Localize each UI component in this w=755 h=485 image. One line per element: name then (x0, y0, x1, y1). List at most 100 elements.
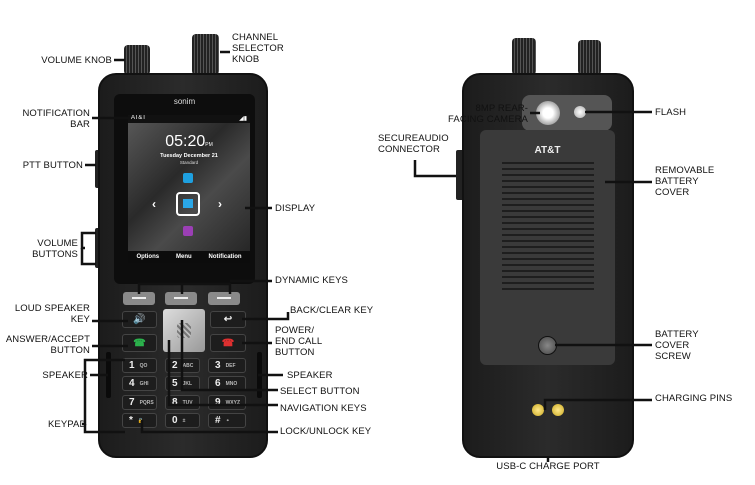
label-display: DISPLAY (275, 203, 316, 214)
keypad-key[interactable]: 8 TUV (165, 395, 200, 410)
label-volume-knob: VOLUME KNOB (41, 55, 112, 66)
label-battery-cover-screw: BATTERY COVER SCREW (655, 329, 699, 362)
camera-app-icon[interactable] (183, 226, 193, 236)
label-volume-buttons: VOLUME BUTTONS (32, 238, 78, 260)
key-number: 5 (172, 378, 178, 389)
speaker-left (106, 352, 111, 398)
chevron-left-icon[interactable]: ‹ (152, 197, 156, 211)
key-number: 2 (172, 360, 178, 371)
keypad-key[interactable]: *🔒 (122, 413, 157, 428)
rear-camera (536, 101, 560, 125)
keypad-key[interactable]: #⚬ (208, 413, 246, 428)
back-volume-knob[interactable] (512, 38, 536, 75)
key-letters: WXYZ (225, 399, 241, 406)
date: Tuesday December 21 (160, 153, 218, 159)
back-clear-key[interactable]: ↩ (210, 311, 246, 328)
key-letters: ⚬ (225, 417, 230, 424)
label-notification-bar: NOTIFICATION BAR (22, 108, 90, 130)
ptt-button[interactable] (95, 150, 100, 188)
key-number: 7 (129, 397, 135, 408)
key-letters: ABC (182, 362, 194, 369)
key-letters: TUV (182, 399, 193, 406)
keypad-key[interactable]: 7 PQRS (122, 395, 157, 410)
charging-pin-right (552, 404, 564, 416)
secureaudio-connector[interactable] (456, 150, 464, 200)
contacts-icon[interactable] (183, 173, 193, 183)
label-removable-battery-cover: REMOVABLE BATTERY COVER (655, 165, 715, 198)
dynamic-key-right[interactable] (208, 292, 240, 305)
key-number: 0 (172, 415, 178, 426)
label-speaker-left: SPEAKER (42, 370, 88, 381)
key-letters: DEF (225, 362, 236, 369)
label-answer-accept-button: ANSWER/ACCEPT BUTTON (5, 334, 90, 356)
softkey-options[interactable]: Options (136, 254, 160, 260)
softkey-notification[interactable]: Notification (208, 254, 242, 260)
label-dynamic-keys: DYNAMIC KEYS (275, 275, 348, 286)
label-usb-c-charge-port: USB-C CHARGE PORT (496, 461, 600, 472)
key-number: 1 (129, 360, 135, 371)
keypad-key[interactable]: 4 GHI (122, 376, 157, 391)
key-number: 8 (172, 397, 178, 408)
key-number: 3 (215, 360, 221, 371)
keypad-key[interactable]: 5 JKL (165, 376, 200, 391)
keypad-key[interactable]: 0± (165, 413, 200, 428)
key-letters: ± (182, 417, 186, 424)
channel-selector-knob[interactable] (192, 34, 219, 75)
key-number: # (215, 415, 221, 426)
volume-buttons[interactable] (95, 228, 100, 268)
softkey-bar: Options Menu Notification (128, 251, 250, 263)
status-icons: ◢▮ (239, 116, 247, 122)
volume-knob[interactable] (124, 45, 150, 75)
navigation-keys[interactable] (163, 309, 205, 352)
answer-accept-button[interactable]: ☎ (122, 334, 157, 352)
key-number: 4 (129, 378, 135, 389)
key-number: 9 (215, 397, 221, 408)
select-button[interactable] (177, 323, 191, 338)
keypad-key[interactable]: 1 QO (122, 358, 157, 373)
label-select-button: SELECT BUTTON (280, 386, 360, 397)
speaker-right (257, 352, 262, 398)
label-keypad: KEYPAD (48, 419, 87, 430)
flash (574, 106, 586, 118)
dynamic-key-left[interactable] (123, 292, 155, 305)
keypad-key[interactable]: 9 WXYZ (208, 395, 246, 410)
label-navigation-keys: NAVIGATION KEYS (280, 403, 367, 414)
power-end-call-button[interactable]: ☎ (210, 334, 246, 352)
key-letters: QO (139, 362, 148, 369)
keypad-key[interactable]: 6 MNO (208, 376, 246, 391)
key-letters: GHI (139, 380, 149, 387)
key-letters: MNO (225, 380, 238, 387)
profile: Standard (179, 160, 199, 165)
key-number: 6 (215, 378, 221, 389)
clock: 05:20PM (165, 133, 213, 150)
back-channel-knob[interactable] (578, 40, 601, 75)
dynamic-key-center[interactable] (165, 292, 197, 305)
label-lock-unlock-key: LOCK/UNLOCK KEY (280, 426, 372, 437)
label-flash: FLASH (655, 107, 687, 118)
keypad-key[interactable]: 2 ABC (165, 358, 200, 373)
label-back-clear-key: BACK/CLEAR KEY (290, 305, 374, 316)
keypad-key[interactable]: 3 DEF (208, 358, 246, 373)
label-channel-selector-knob: CHANNEL SELECTOR KNOB (232, 32, 284, 65)
display: AT&T ◢▮ 05:20PM Tuesday December 21 Stan… (128, 115, 250, 263)
notification-bar: AT&T ◢▮ (128, 115, 250, 123)
label-ptt-button: PTT BUTTON (22, 160, 83, 171)
label-charging-pins: CHARGING PINS (655, 393, 733, 404)
label-loud-speaker-key: LOUD SPEAKER KEY (14, 303, 90, 325)
key-letters: PQRS (139, 399, 154, 406)
loud-speaker-key[interactable]: 🔊 (122, 311, 157, 328)
label-power-end-call-button: POWER/ END CALL BUTTON (275, 325, 322, 358)
messages-icon[interactable] (176, 192, 200, 216)
removable-battery-cover: AT&T (480, 130, 615, 365)
back-logo: AT&T (534, 145, 561, 156)
charging-pin-left (532, 404, 544, 416)
brand-logo: sonim (173, 97, 196, 106)
label-secureaudio-connector: SECUREAUDIO CONNECTOR (378, 133, 449, 155)
key-number: * (129, 415, 133, 426)
label-speaker-right: SPEAKER (287, 370, 333, 381)
chevron-right-icon[interactable]: › (218, 197, 222, 211)
battery-cover-screw[interactable] (538, 336, 557, 355)
key-letters: 🔒 (137, 417, 145, 424)
softkey-menu[interactable]: Menu (175, 254, 192, 260)
key-letters: JKL (182, 380, 193, 387)
